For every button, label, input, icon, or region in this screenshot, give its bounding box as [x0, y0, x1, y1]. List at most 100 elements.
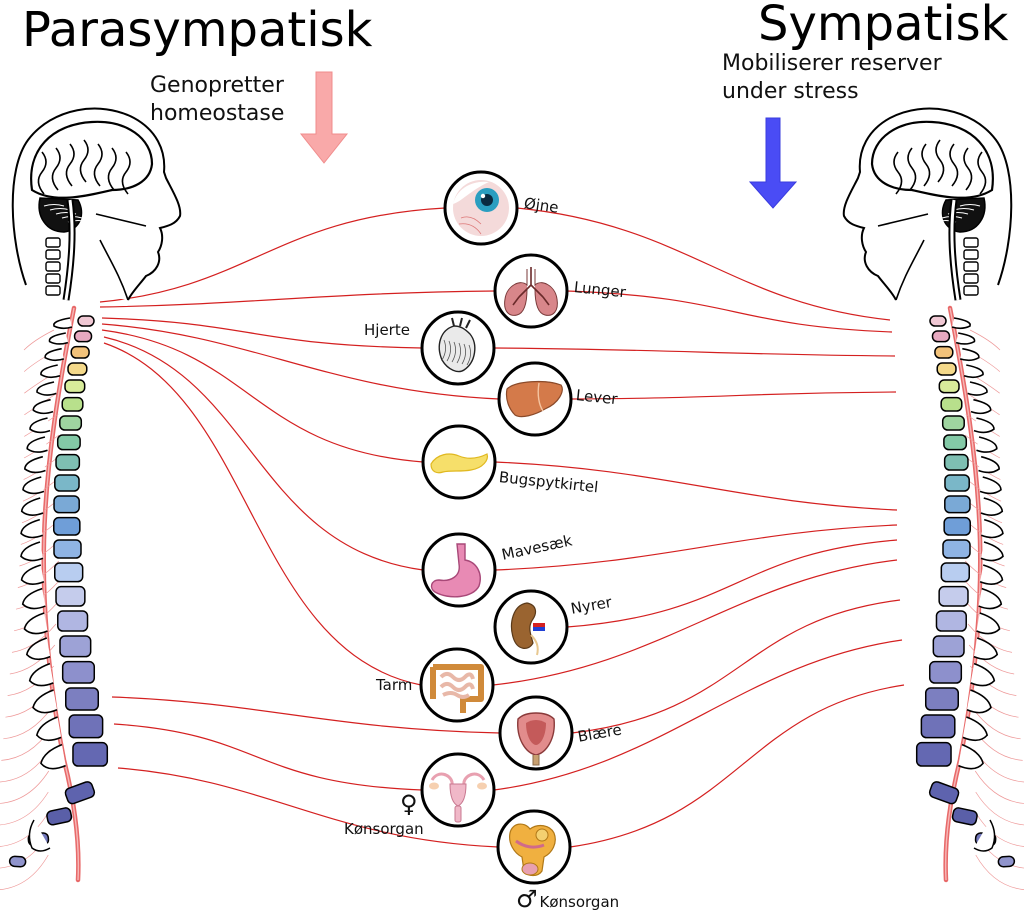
- sympathetic-title: Sympatisk: [758, 0, 1009, 52]
- parasympathetic-subtitle: Genopretter homeostase: [150, 73, 285, 126]
- organ-circle-male: [496, 809, 572, 885]
- parasympathetic-nerve-male: [117, 767, 499, 848]
- liver-icon: [505, 380, 563, 418]
- sympathetic-nerve-lungs: [566, 290, 893, 333]
- vertebra: [951, 807, 978, 826]
- sympathetic-nerve-kidneys: [566, 539, 898, 628]
- organ-circle-female: [420, 752, 496, 828]
- organ-label-liver: Lever: [575, 386, 618, 408]
- organ-label-eyes: Øjne: [523, 194, 560, 217]
- vertebra: [941, 415, 965, 431]
- organ-label-text: Kønsorgan: [344, 820, 424, 838]
- organ-circle-liver: [497, 361, 573, 437]
- vertebra: [64, 781, 96, 805]
- sympathetic-head: [842, 107, 1013, 301]
- parasympathetic-nerve-female: [113, 723, 423, 791]
- vertebra: [64, 379, 86, 394]
- organ-circle-heart: [420, 310, 496, 386]
- organ-label-female: ♀ Kønsorgan: [344, 792, 424, 838]
- vertebra: [61, 660, 96, 684]
- male-symbol-icon: ♂: [516, 885, 538, 913]
- intestine-icon: [430, 664, 484, 713]
- vertebra: [54, 562, 84, 583]
- parasympathetic-title: Parasympatisk: [22, 2, 373, 58]
- organ-label-male: ♂Kønsorgan: [516, 887, 619, 911]
- vertebra: [943, 434, 968, 451]
- sympathetic-nerve-bladder: [571, 599, 901, 734]
- organ-circles: [419, 170, 574, 885]
- vertebra: [54, 474, 80, 492]
- vertebra: [928, 781, 960, 805]
- pancreas-icon: [430, 453, 488, 474]
- vertebra: [61, 396, 84, 412]
- parasympathetic-nerve-pancreas: [101, 329, 424, 463]
- vertebra: [944, 495, 971, 514]
- sympathetic-subtitle: Mobiliserer reserver under stress: [722, 51, 942, 104]
- male-reproductive-icon: [509, 823, 556, 877]
- sympathetic-arrow-down-icon: [748, 117, 798, 209]
- vertebra: [943, 453, 969, 471]
- parasympathetic-nerve-bladder: [111, 696, 501, 734]
- female-reproductive-icon: [429, 772, 487, 823]
- vertebra: [68, 714, 104, 739]
- head-cross-sections: [11, 107, 1013, 301]
- vertebra: [928, 660, 963, 684]
- vertebra: [935, 610, 967, 632]
- vertebra: [65, 687, 100, 711]
- vertebra: [77, 315, 95, 327]
- vertebra: [931, 330, 951, 343]
- vertebra: [59, 635, 92, 658]
- vertebra: [56, 434, 81, 451]
- organ-circle-intestine: [419, 647, 495, 723]
- organ-circle-border: [493, 589, 569, 665]
- organ-label-text: Hjerte: [364, 321, 410, 339]
- stomach-icon: [430, 543, 481, 598]
- bladder-icon: [517, 712, 555, 766]
- vertebra: [53, 495, 80, 514]
- parasympathetic-nerve-heart: [101, 317, 423, 349]
- organ-label-intestine: Tarm: [376, 678, 412, 693]
- sympathetic-nerve-intestine: [492, 559, 898, 686]
- vertebra: [57, 610, 89, 632]
- sympathetic-nerve-stomach: [494, 524, 898, 571]
- vertebra: [944, 474, 970, 492]
- vertebra: [67, 362, 88, 376]
- sympathetic-nerve-heart: [493, 347, 896, 357]
- organ-circle-kidneys: [493, 589, 569, 665]
- organ-label-text: Tarm: [376, 676, 413, 694]
- female-symbol-icon: ♀: [400, 790, 418, 818]
- nerve-pathways: [99, 207, 905, 848]
- vertebra: [72, 741, 109, 767]
- kidney-icon: [510, 602, 545, 656]
- vertebra: [932, 635, 965, 658]
- vertebra: [924, 687, 959, 711]
- vertebra: [943, 516, 971, 536]
- vertebra: [938, 379, 960, 394]
- organ-label-text: Kønsorgan: [539, 893, 620, 911]
- sympathetic-nerve-eyes: [516, 207, 891, 321]
- organ-circle-border: [493, 253, 569, 329]
- sympathetic-nerve-female: [493, 639, 903, 791]
- vertebra: [55, 453, 81, 471]
- lungs-icon: [504, 267, 558, 316]
- organ-label-heart: Hjerte: [364, 323, 410, 338]
- parasympathetic-nerve-stomach: [103, 336, 424, 571]
- eye-icon: [453, 180, 509, 236]
- arrows: [299, 71, 798, 209]
- organ-circle-pancreas: [421, 424, 497, 500]
- organ-circle-lungs: [493, 253, 569, 329]
- brain: [30, 120, 154, 199]
- vertebra: [920, 714, 956, 739]
- parasympathetic-nerve-lungs: [99, 290, 496, 308]
- parasympathetic-nerve-liver: [101, 323, 500, 400]
- vertebra: [934, 345, 954, 359]
- organ-circle-bladder: [498, 695, 574, 771]
- vertebra: [997, 855, 1016, 868]
- organ-circle-stomach: [421, 532, 497, 608]
- heart-icon: [438, 317, 476, 373]
- vertebra: [8, 855, 27, 868]
- vertebra: [942, 539, 971, 559]
- vertebra: [46, 807, 73, 826]
- vertebra: [929, 315, 947, 327]
- vertebra: [73, 330, 93, 343]
